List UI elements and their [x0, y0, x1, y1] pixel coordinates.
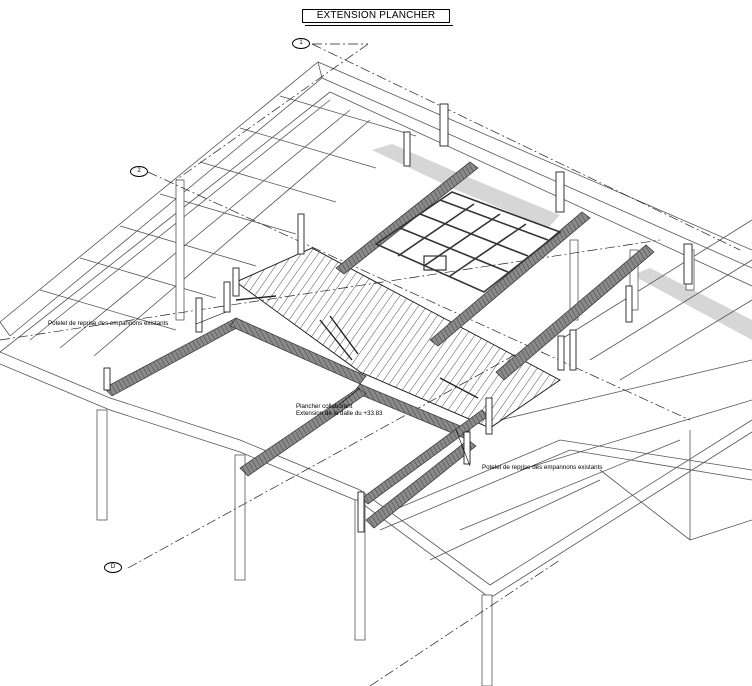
grid-marker-2: 2: [130, 166, 148, 177]
shadow-bands: [372, 144, 752, 340]
grid-marker-1: 1: [292, 38, 310, 49]
steel-beams: [103, 161, 655, 529]
posts: [103, 103, 693, 533]
annotation-plancher-line2: Extension de la dalle du +33.83: [296, 410, 383, 417]
annotation-plancher-line1: Plancher collaborant: [296, 403, 353, 410]
steel-joist-frame: [374, 191, 562, 293]
drawing-title: EXTENSION PLANCHER: [302, 9, 453, 26]
annotation-potelet-right: Potelet de reprise des empannons existan…: [482, 464, 603, 471]
annotation-potelet-left: Potelet de reprise des empannons existan…: [48, 320, 169, 327]
grid-marker-d: D: [104, 562, 122, 573]
columns: [96, 179, 695, 686]
braces: [235, 295, 479, 399]
leader-lines: [195, 311, 471, 467]
